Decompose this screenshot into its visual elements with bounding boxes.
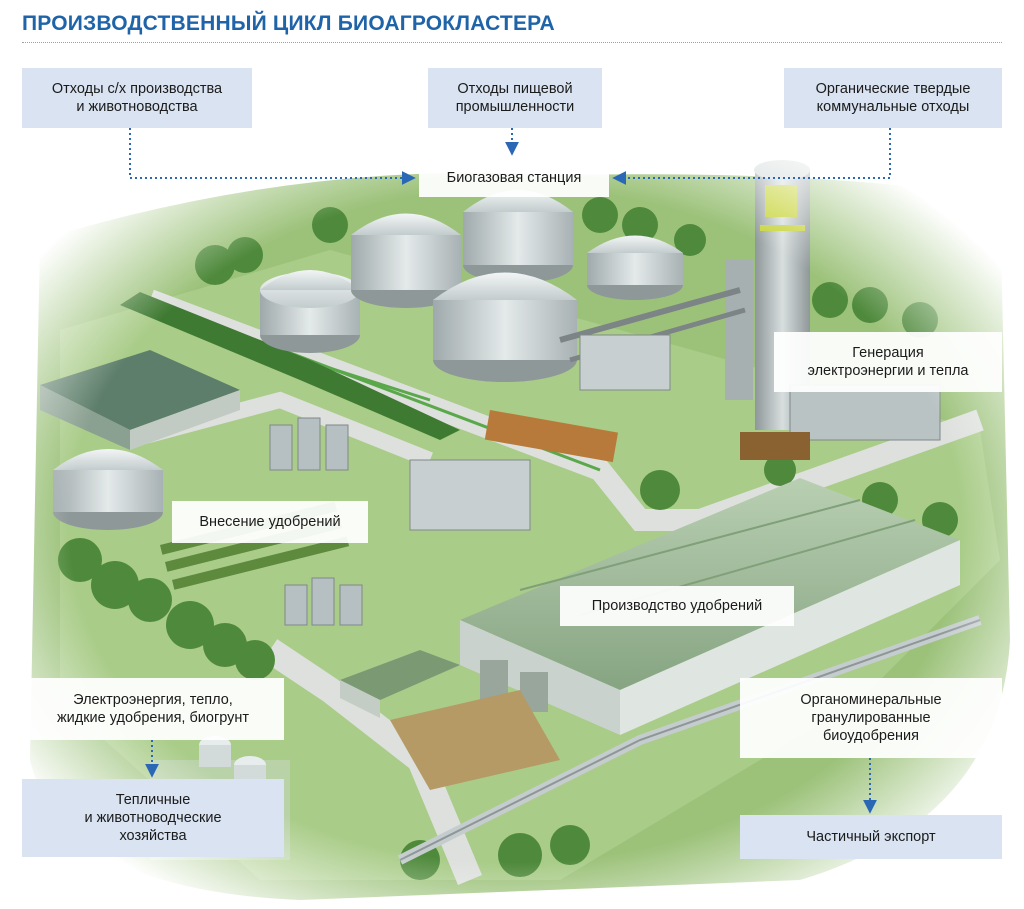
label-organomineral: Органоминеральные гранулированные биоудо… bbox=[740, 678, 1002, 758]
label-agri-waste: Отходы с/х производства и животноводства bbox=[22, 68, 252, 128]
page-title: ПРОИЗВОДСТВЕННЫЙ ЦИКЛ БИОАГРОКЛАСТЕРА bbox=[22, 12, 555, 35]
label-power-heat: Генерация электроэнергии и тепла bbox=[774, 332, 1002, 392]
label-export: Частичный экспорт bbox=[740, 815, 1002, 859]
arrow-agri-to-biogas bbox=[129, 128, 416, 185]
connectors bbox=[129, 128, 891, 814]
arrow-msw-to-biogas bbox=[612, 128, 891, 185]
label-food-waste: Отходы пищевой промышленности bbox=[428, 68, 602, 128]
label-farms: Тепличные и животноводческие хозяйства bbox=[22, 779, 284, 857]
label-fertilizer-production: Производство удобрений bbox=[560, 586, 794, 626]
label-outputs: Электроэнергия, тепло, жидкие удобрения,… bbox=[22, 678, 284, 740]
label-msw: Органические твердые коммунальные отходы bbox=[784, 68, 1002, 128]
label-fertilizer-application: Внесение удобрений bbox=[172, 501, 368, 543]
label-biogas-station: Биогазовая станция bbox=[419, 159, 609, 197]
title-divider bbox=[22, 42, 1002, 43]
